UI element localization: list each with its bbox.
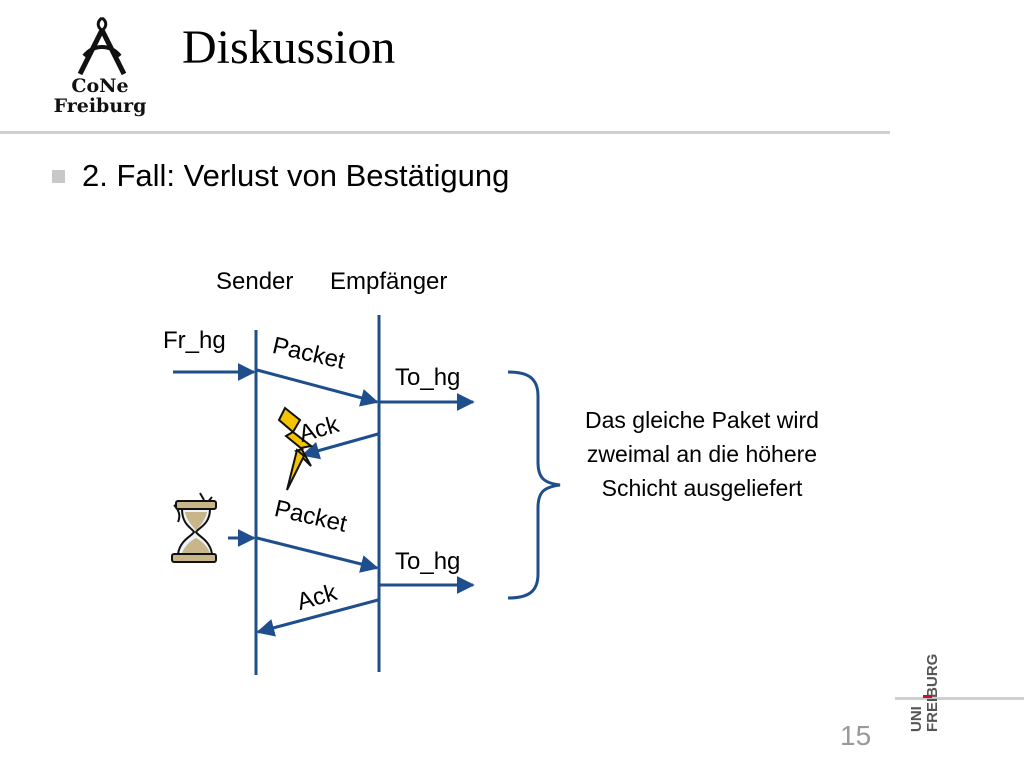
bullet-square-icon [52, 170, 65, 183]
to-hg1-label: To_hg [395, 364, 461, 391]
curly-brace [507, 370, 561, 600]
cone-logo-icon [77, 16, 127, 76]
fr-hg-label: Fr_hg [163, 327, 226, 354]
page-number: 15 [840, 720, 872, 751]
logo-line-cone: CoNe [71, 75, 129, 97]
packet1-arrow [256, 368, 379, 407]
footer-divider [895, 697, 1024, 700]
sender-label: Sender [216, 268, 294, 295]
ack1-arrow [301, 432, 379, 460]
note-line: Schicht ausgeliefert [601, 475, 803, 501]
hourglass-icon [171, 492, 217, 563]
slide-title: Diskussion [182, 21, 396, 74]
receiver-label: Empfänger [330, 268, 448, 295]
cone-freiburg-logo: CoNe Freiburg [40, 14, 160, 119]
ack2-arrow [256, 598, 379, 637]
note-line: zweimal an die höhere [586, 441, 818, 467]
uni-logo-bottom: FREIBURG [924, 654, 941, 732]
duplicate-delivery-note: Das gleiche Paket wird zweimal an die hö… [552, 403, 852, 505]
logo-line-freiburg: Freiburg [53, 95, 147, 117]
note-line: Das gleiche Paket wird [585, 407, 819, 433]
uni-freiburg-logo: UNI FREIBURG [908, 654, 941, 732]
title-divider [0, 131, 890, 134]
bullet-text: 2. Fall: Verlust von Bestätigung [82, 158, 510, 193]
uni-logo-top: UNI [908, 706, 925, 732]
packet2-arrow [256, 536, 379, 573]
to-hg2-label: To_hg [395, 548, 461, 575]
